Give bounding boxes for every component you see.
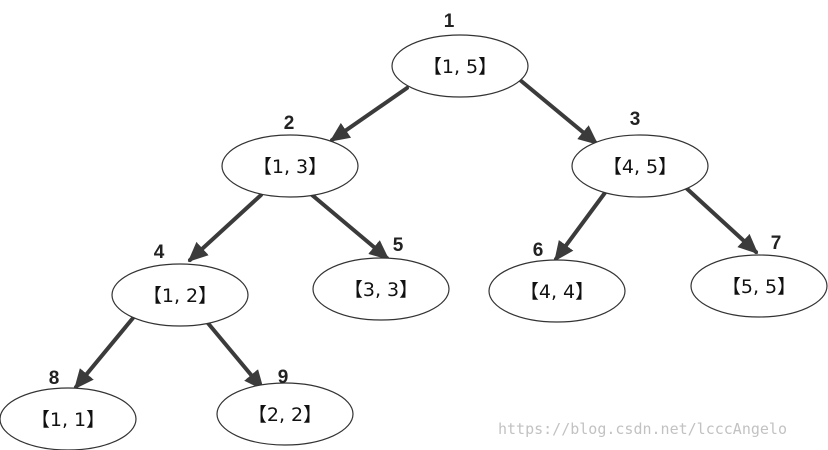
node-ellipse-7 <box>690 254 828 318</box>
tree-node-6: 【4, 4】 6 <box>488 240 626 323</box>
node-ellipse-1 <box>391 34 529 98</box>
node-index-label-4: 4 <box>154 242 165 263</box>
edge-4-to-9 <box>205 320 264 391</box>
node-range-label-7: 【5, 5】 <box>722 276 796 298</box>
node-ellipse-9 <box>216 382 354 446</box>
node-ellipse-3 <box>571 134 709 198</box>
edge-4-to-8 <box>74 316 135 390</box>
node-index-label-9: 9 <box>278 367 289 388</box>
tree-node-3: 【4, 5】 3 <box>571 109 709 198</box>
node-index-label-3: 3 <box>630 109 641 130</box>
edge-3-to-7 <box>682 184 759 255</box>
node-range-label-4: 【1, 2】 <box>143 285 217 307</box>
tree-node-7: 【5, 5】 7 <box>690 233 828 318</box>
node-index-label-1: 1 <box>444 11 455 32</box>
tree-node-4: 【1, 2】 4 <box>111 242 249 327</box>
edge-2-to-4 <box>187 193 263 263</box>
edge-3-to-6 <box>554 188 609 262</box>
edge-1-to-3 <box>518 78 599 145</box>
node-index-label-5: 5 <box>393 235 404 256</box>
node-ellipse-4 <box>111 263 249 327</box>
watermark-text: https://blog.csdn.net/lcccAngelo <box>498 420 787 438</box>
node-range-label-5: 【3, 3】 <box>344 279 418 301</box>
tree-node-2: 【1, 3】 2 <box>221 113 359 198</box>
tree-node-5: 【3, 3】 5 <box>312 235 450 321</box>
tree-node-9: 【2, 2】 9 <box>216 367 354 446</box>
node-index-label-2: 2 <box>284 113 295 134</box>
node-ellipse-2 <box>221 134 359 198</box>
tree-node-1: 【1, 5】 1 <box>391 11 529 98</box>
node-ellipse-6 <box>488 259 626 323</box>
node-range-label-8: 【1, 1】 <box>31 409 105 431</box>
node-index-label-8: 8 <box>49 368 60 389</box>
edge-2-to-5 <box>310 193 390 260</box>
tree-node-8: 【1, 1】 8 <box>0 368 137 450</box>
node-ellipse-5 <box>312 257 450 321</box>
node-range-label-3: 【4, 5】 <box>603 156 677 178</box>
node-range-label-9: 【2, 2】 <box>248 404 322 426</box>
node-range-label-2: 【1, 3】 <box>253 156 327 178</box>
node-index-label-6: 6 <box>533 240 544 261</box>
node-ellipse-8 <box>0 387 137 450</box>
node-index-label-7: 7 <box>771 233 782 254</box>
node-range-label-6: 【4, 4】 <box>520 281 594 303</box>
edge-1-to-2 <box>329 86 409 142</box>
node-range-label-1: 【1, 5】 <box>423 56 497 78</box>
